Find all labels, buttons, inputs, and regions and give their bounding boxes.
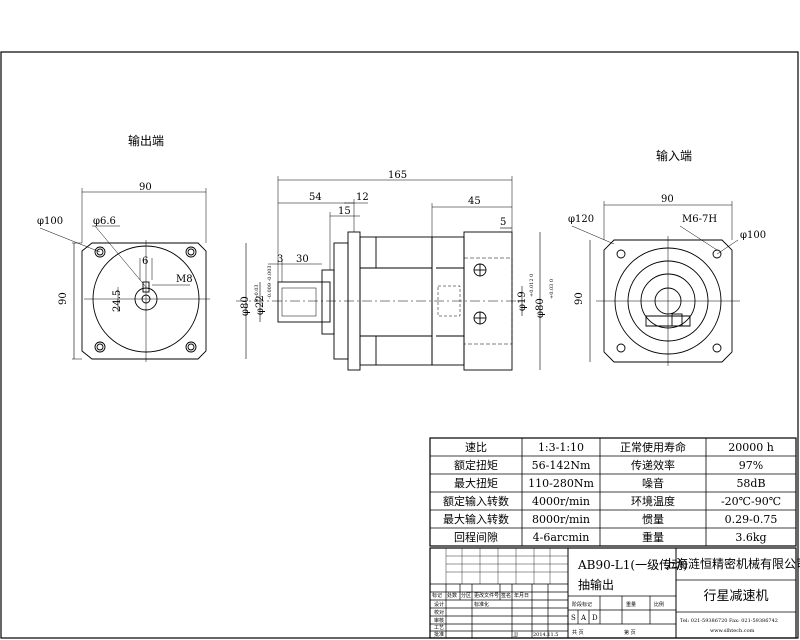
dim-left-height: 90 bbox=[58, 292, 69, 305]
output-end-label: 输出端 bbox=[128, 133, 164, 148]
spec-cell: 58dB bbox=[736, 477, 765, 490]
spec-cell: 3.6kg bbox=[735, 531, 766, 544]
dim-right-width: 90 bbox=[661, 194, 674, 205]
drafter-initials: JJ bbox=[513, 632, 518, 638]
role-label: 校对 bbox=[434, 609, 444, 616]
dim-30: 30 bbox=[296, 254, 309, 265]
spec-cell: 速比 bbox=[465, 441, 487, 454]
dim-key-width: 6 bbox=[142, 256, 148, 267]
dim-shaft-key: 24.5 bbox=[112, 290, 123, 312]
spec-cell: 97% bbox=[739, 459, 763, 472]
spec-table bbox=[429, 437, 797, 547]
rev-header: 年月日 bbox=[514, 592, 529, 599]
spec-cell: 最大输入转数 bbox=[443, 512, 509, 526]
sheet-count: 共 页 bbox=[572, 629, 584, 636]
rev-header: 签名 bbox=[501, 592, 511, 599]
draft-date: 2014.11.5 bbox=[533, 632, 558, 638]
spec-cell: 0.29-0.75 bbox=[725, 513, 778, 526]
spec-cell: 环境温度 bbox=[631, 494, 675, 508]
dim-3: 3 bbox=[277, 254, 283, 265]
dim-right-outer: φ120 bbox=[568, 214, 594, 225]
spec-cell: 20000 h bbox=[728, 441, 774, 454]
dim-dia22: φ22 bbox=[255, 295, 266, 315]
dim-dia80-left-tol: 0 -0.03 bbox=[254, 284, 260, 302]
product-name: 行星减速机 bbox=[703, 589, 768, 604]
stage-mark: S bbox=[571, 614, 576, 622]
stage-mark: D bbox=[592, 614, 598, 622]
stage-header: 阶段标记 bbox=[572, 601, 592, 608]
spec-cell: 重量 bbox=[642, 530, 664, 544]
dim-dia19-tol: +0.012 0 bbox=[529, 274, 535, 297]
spec-cell: 4-6arcmin bbox=[533, 531, 590, 544]
rev-header: 分区 bbox=[461, 592, 471, 599]
stage-header: 重量 bbox=[626, 601, 636, 608]
rev-header: 标记 bbox=[432, 592, 442, 599]
role-label: 审核 bbox=[434, 617, 444, 624]
spec-cell: 额定扭矩 bbox=[454, 458, 498, 472]
dim-right-thread: M6-7H bbox=[682, 214, 717, 225]
role-label: 设计 bbox=[434, 601, 444, 608]
dim-dia22-tol: -0.009 -0.003 bbox=[267, 265, 273, 299]
dim-left-width: 90 bbox=[139, 182, 152, 193]
spec-cells: 速比 1:3-1:10 正常使用寿命 20000 h 额定扭矩 56-142Nm… bbox=[443, 440, 781, 544]
input-flange-view bbox=[571, 201, 740, 366]
role-label: 工艺 bbox=[434, 625, 444, 631]
dim-left-pcd: φ100 bbox=[37, 216, 63, 227]
role-label: 批准 bbox=[434, 631, 444, 638]
spec-cell: 56-142Nm bbox=[532, 459, 591, 472]
spec-cell: 8000r/min bbox=[532, 513, 590, 526]
dim-45: 45 bbox=[468, 196, 481, 207]
contact-text: Tel: 021-59386720 Fax: 021-59386742 bbox=[680, 618, 778, 624]
spec-cell: -20℃-90℃ bbox=[721, 495, 781, 508]
dim-total-length: 165 bbox=[388, 170, 407, 181]
dim-12: 12 bbox=[356, 192, 369, 203]
company-name: 上海涟恒精密机械有限公司 bbox=[664, 556, 800, 571]
spec-cell: 110-280Nm bbox=[528, 477, 594, 490]
input-end-label: 输入端 bbox=[656, 148, 692, 163]
rev-header: 更改文件号 bbox=[474, 592, 499, 599]
dim-right-height: 90 bbox=[574, 292, 585, 305]
spec-cell: 额定输入转数 bbox=[443, 494, 509, 508]
rev-header: 处数 bbox=[447, 592, 457, 599]
stage-mark: A bbox=[580, 614, 587, 622]
spec-cell: 1:3-1:10 bbox=[538, 441, 584, 454]
web-text: www.slhtech.com bbox=[710, 628, 755, 634]
shaft-text: 抽输出 bbox=[578, 577, 614, 592]
dim-dia80-right-tol: +0.03 0 bbox=[549, 279, 555, 299]
spec-cell: 正常使用寿命 bbox=[620, 440, 686, 454]
dim-dia80-left: φ80 bbox=[240, 296, 251, 316]
spec-cell: 传递效率 bbox=[631, 458, 675, 472]
spec-cell: 噪音 bbox=[642, 476, 664, 490]
side-view bbox=[236, 176, 541, 371]
dim-dia19: φ19 bbox=[517, 291, 528, 311]
dim-left-hole: φ6.6 bbox=[93, 216, 116, 227]
output-flange-view bbox=[39, 188, 210, 362]
model-text: AB90-L1(一级传动) bbox=[577, 557, 688, 572]
dim-54: 54 bbox=[309, 192, 322, 203]
stage-header: 比例 bbox=[654, 601, 664, 608]
title-block bbox=[429, 547, 797, 639]
dim-15: 15 bbox=[338, 206, 351, 217]
dim-thread: M8 bbox=[176, 274, 193, 285]
spec-cell: 4000r/min bbox=[532, 495, 590, 508]
dim-5: 5 bbox=[500, 217, 506, 228]
dim-dia80-right: φ80 bbox=[535, 298, 546, 318]
spec-cell: 惯量 bbox=[642, 512, 664, 526]
std-label: 标准化 bbox=[474, 601, 489, 608]
drawing-frame bbox=[0, 51, 799, 639]
dim-right-pcd: φ100 bbox=[740, 230, 766, 241]
spec-cell: 回程间隙 bbox=[454, 530, 498, 544]
spec-cell: 最大扭矩 bbox=[454, 476, 498, 490]
page-number: 第 页 bbox=[624, 629, 636, 636]
